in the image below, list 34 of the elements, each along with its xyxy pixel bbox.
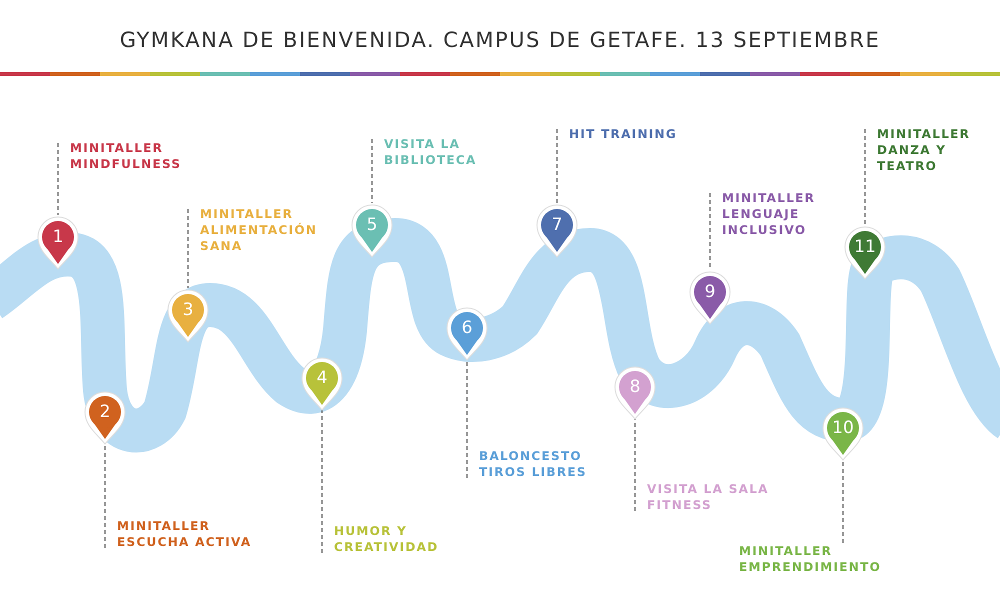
activity-label: HIT TRAINING — [557, 126, 757, 142]
pin-number: 5 — [366, 214, 378, 236]
leader-line — [709, 193, 711, 270]
pin-number: 3 — [182, 299, 194, 321]
leader-line — [371, 139, 373, 203]
pin-number: 10 — [831, 417, 855, 439]
pin-number: 7 — [550, 214, 564, 236]
title: GYMKANA DE BIENVENIDA. CAMPUS DE GETAFE. 13 SEPTIEMBRE — [118, 28, 882, 52]
leader-line — [187, 209, 189, 288]
activity-label: MINITALLER DANZA Y TEATRO — [865, 126, 995, 174]
leader-line — [842, 460, 844, 543]
activity-label: HUMOR Y CREATIVIDAD — [322, 523, 502, 555]
pin-number: 1 — [52, 226, 64, 248]
leader-line — [466, 360, 468, 478]
activity-label: MINITALLER ALIMENTACIÓN SANA — [188, 206, 348, 254]
pin-number: 8 — [628, 376, 642, 398]
activity-label: MINITALLER LENGUAJE INCLUSIVO — [710, 190, 850, 238]
activity-label: MINITALLER ESCUCHA ACTIVA — [105, 518, 265, 550]
activity-label: MINITALLER MINDFULNESS — [58, 140, 218, 172]
leader-line — [321, 410, 323, 553]
leader-line — [57, 143, 59, 215]
activity-label: MINITALLER EMPRENDIMIENTO — [727, 543, 917, 575]
pin-number: 2 — [98, 401, 112, 423]
activity-label: BALONCESTO TIROS LIBRES — [467, 448, 617, 480]
activity-label: VISITA LA BIBLIOTECA — [372, 136, 542, 168]
pin-number: 4 — [316, 367, 328, 389]
activity-label: VISITA LA SALA FITNESS — [635, 481, 815, 513]
pin-number: 9 — [704, 281, 716, 303]
pin-number: 11 — [853, 236, 877, 258]
leader-line — [556, 129, 558, 203]
pin-number: 6 — [460, 317, 474, 339]
leader-line — [104, 444, 106, 548]
leader-line — [864, 129, 866, 225]
leader-line — [634, 419, 636, 511]
